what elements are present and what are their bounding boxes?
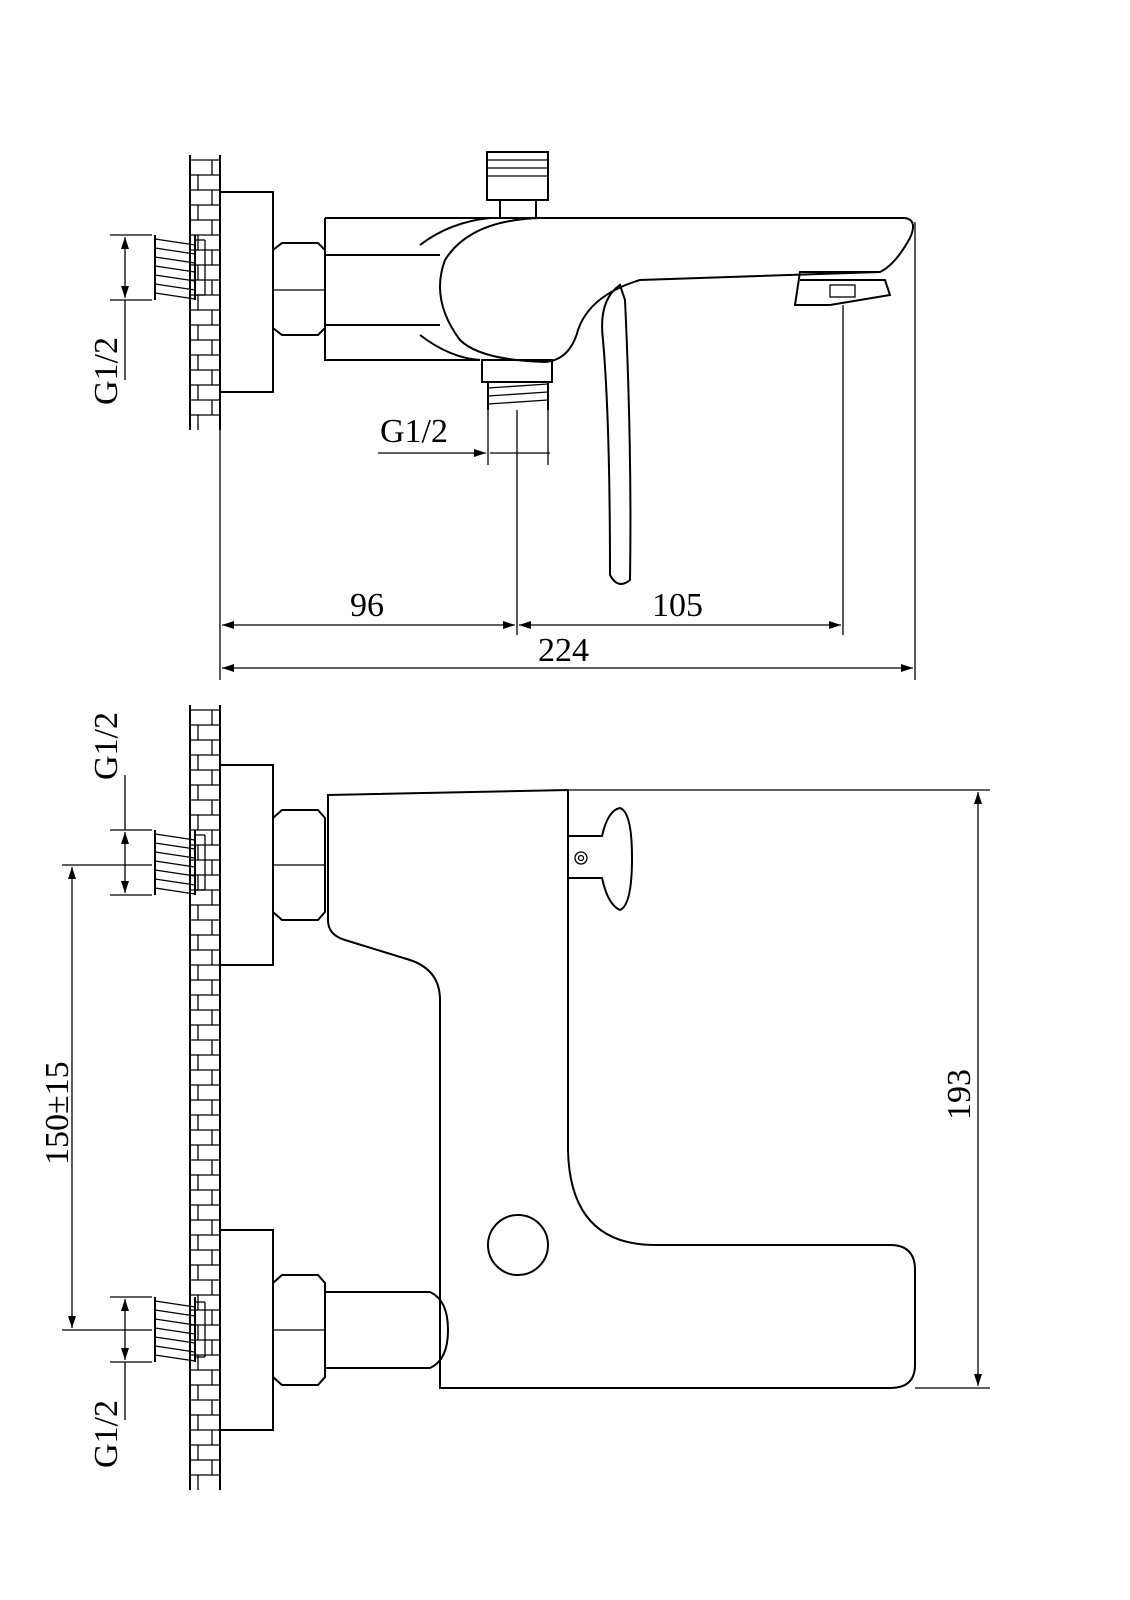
mixer-body-side xyxy=(325,788,990,1389)
lever-handle xyxy=(601,283,632,585)
wall-side xyxy=(189,705,221,1490)
thread-label-outlet: G1/2 xyxy=(380,413,448,450)
lower-flange xyxy=(219,1229,274,1431)
side-view: 193 150±15 G1/2 G1/2 xyxy=(39,705,990,1490)
dim-label-inlet-spacing: 150±15 xyxy=(39,1061,76,1165)
upper-hex-nut xyxy=(272,809,326,921)
top-view: 96 105 224 G1/2 G1/2 xyxy=(88,151,916,680)
upper-flange xyxy=(219,764,274,966)
lower-hex-nut xyxy=(272,1274,326,1386)
inlet-thread xyxy=(154,235,206,300)
thread-label-inlet-top: G1/2 xyxy=(88,337,125,405)
thread-label-lower: G1/2 xyxy=(88,1400,125,1468)
lever-knob-side xyxy=(568,806,634,912)
lower-inlet-thread xyxy=(154,1297,206,1362)
dimension-lines-top xyxy=(110,222,916,680)
upper-inlet-thread xyxy=(154,830,206,895)
dim-label-224: 224 xyxy=(538,632,589,669)
thread-label-upper: G1/2 xyxy=(88,712,125,780)
hex-nut xyxy=(272,242,326,336)
diverter-knob xyxy=(486,151,549,218)
dim-label-105: 105 xyxy=(652,587,703,624)
mixer-body xyxy=(324,217,915,364)
dimension-lines-side xyxy=(62,775,982,1420)
dim-label-96: 96 xyxy=(350,587,384,624)
wall-flange xyxy=(219,191,274,393)
outlet-thread xyxy=(481,359,553,410)
diverter-button xyxy=(487,1214,549,1276)
dim-label-193: 193 xyxy=(941,1069,978,1120)
